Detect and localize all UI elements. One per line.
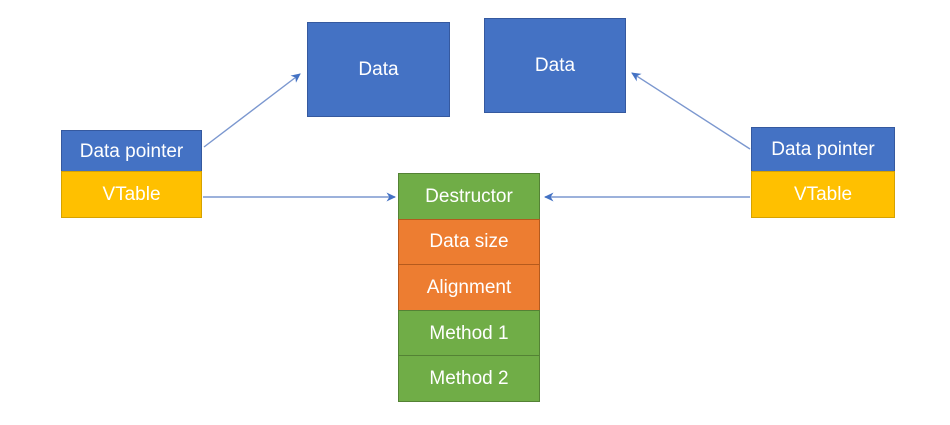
data-box-right-label: Data <box>534 55 576 76</box>
arrow-left-datapointer-to-data <box>203 73 301 148</box>
vtable-row-alignment-label: Alignment <box>426 276 512 298</box>
data-box-left: Data <box>307 22 450 117</box>
left-data-pointer-box: Data pointer <box>61 130 202 172</box>
right-data-pointer-label: Data pointer <box>771 139 875 160</box>
vtable-stack: Destructor Data size Alignment Method 1 … <box>398 173 540 402</box>
right-data-pointer-box: Data pointer <box>751 127 895 172</box>
data-box-right: Data <box>484 18 626 113</box>
right-vtable-box: VTable <box>751 171 895 218</box>
vtable-row-method-2: Method 2 <box>398 355 540 402</box>
vtable-row-destructor: Destructor <box>398 173 540 220</box>
left-data-pointer-label: Data pointer <box>79 140 184 162</box>
right-vtable-label: VTable <box>793 184 853 205</box>
vtable-row-data-size-label: Data size <box>429 231 509 253</box>
vtable-row-data-size: Data size <box>398 218 540 266</box>
vtable-row-alignment: Alignment <box>398 264 540 311</box>
data-box-left-label: Data <box>358 59 399 80</box>
vtable-row-method-2-label: Method 2 <box>429 368 509 390</box>
vtable-row-method-1-label: Method 1 <box>429 322 509 344</box>
arrow-right-datapointer-to-data <box>631 72 751 150</box>
left-vtable-box: VTable <box>61 171 202 218</box>
left-vtable-label: VTable <box>102 184 161 205</box>
vtable-row-method-1: Method 1 <box>398 309 540 357</box>
vtable-row-destructor-label: Destructor <box>425 185 513 207</box>
